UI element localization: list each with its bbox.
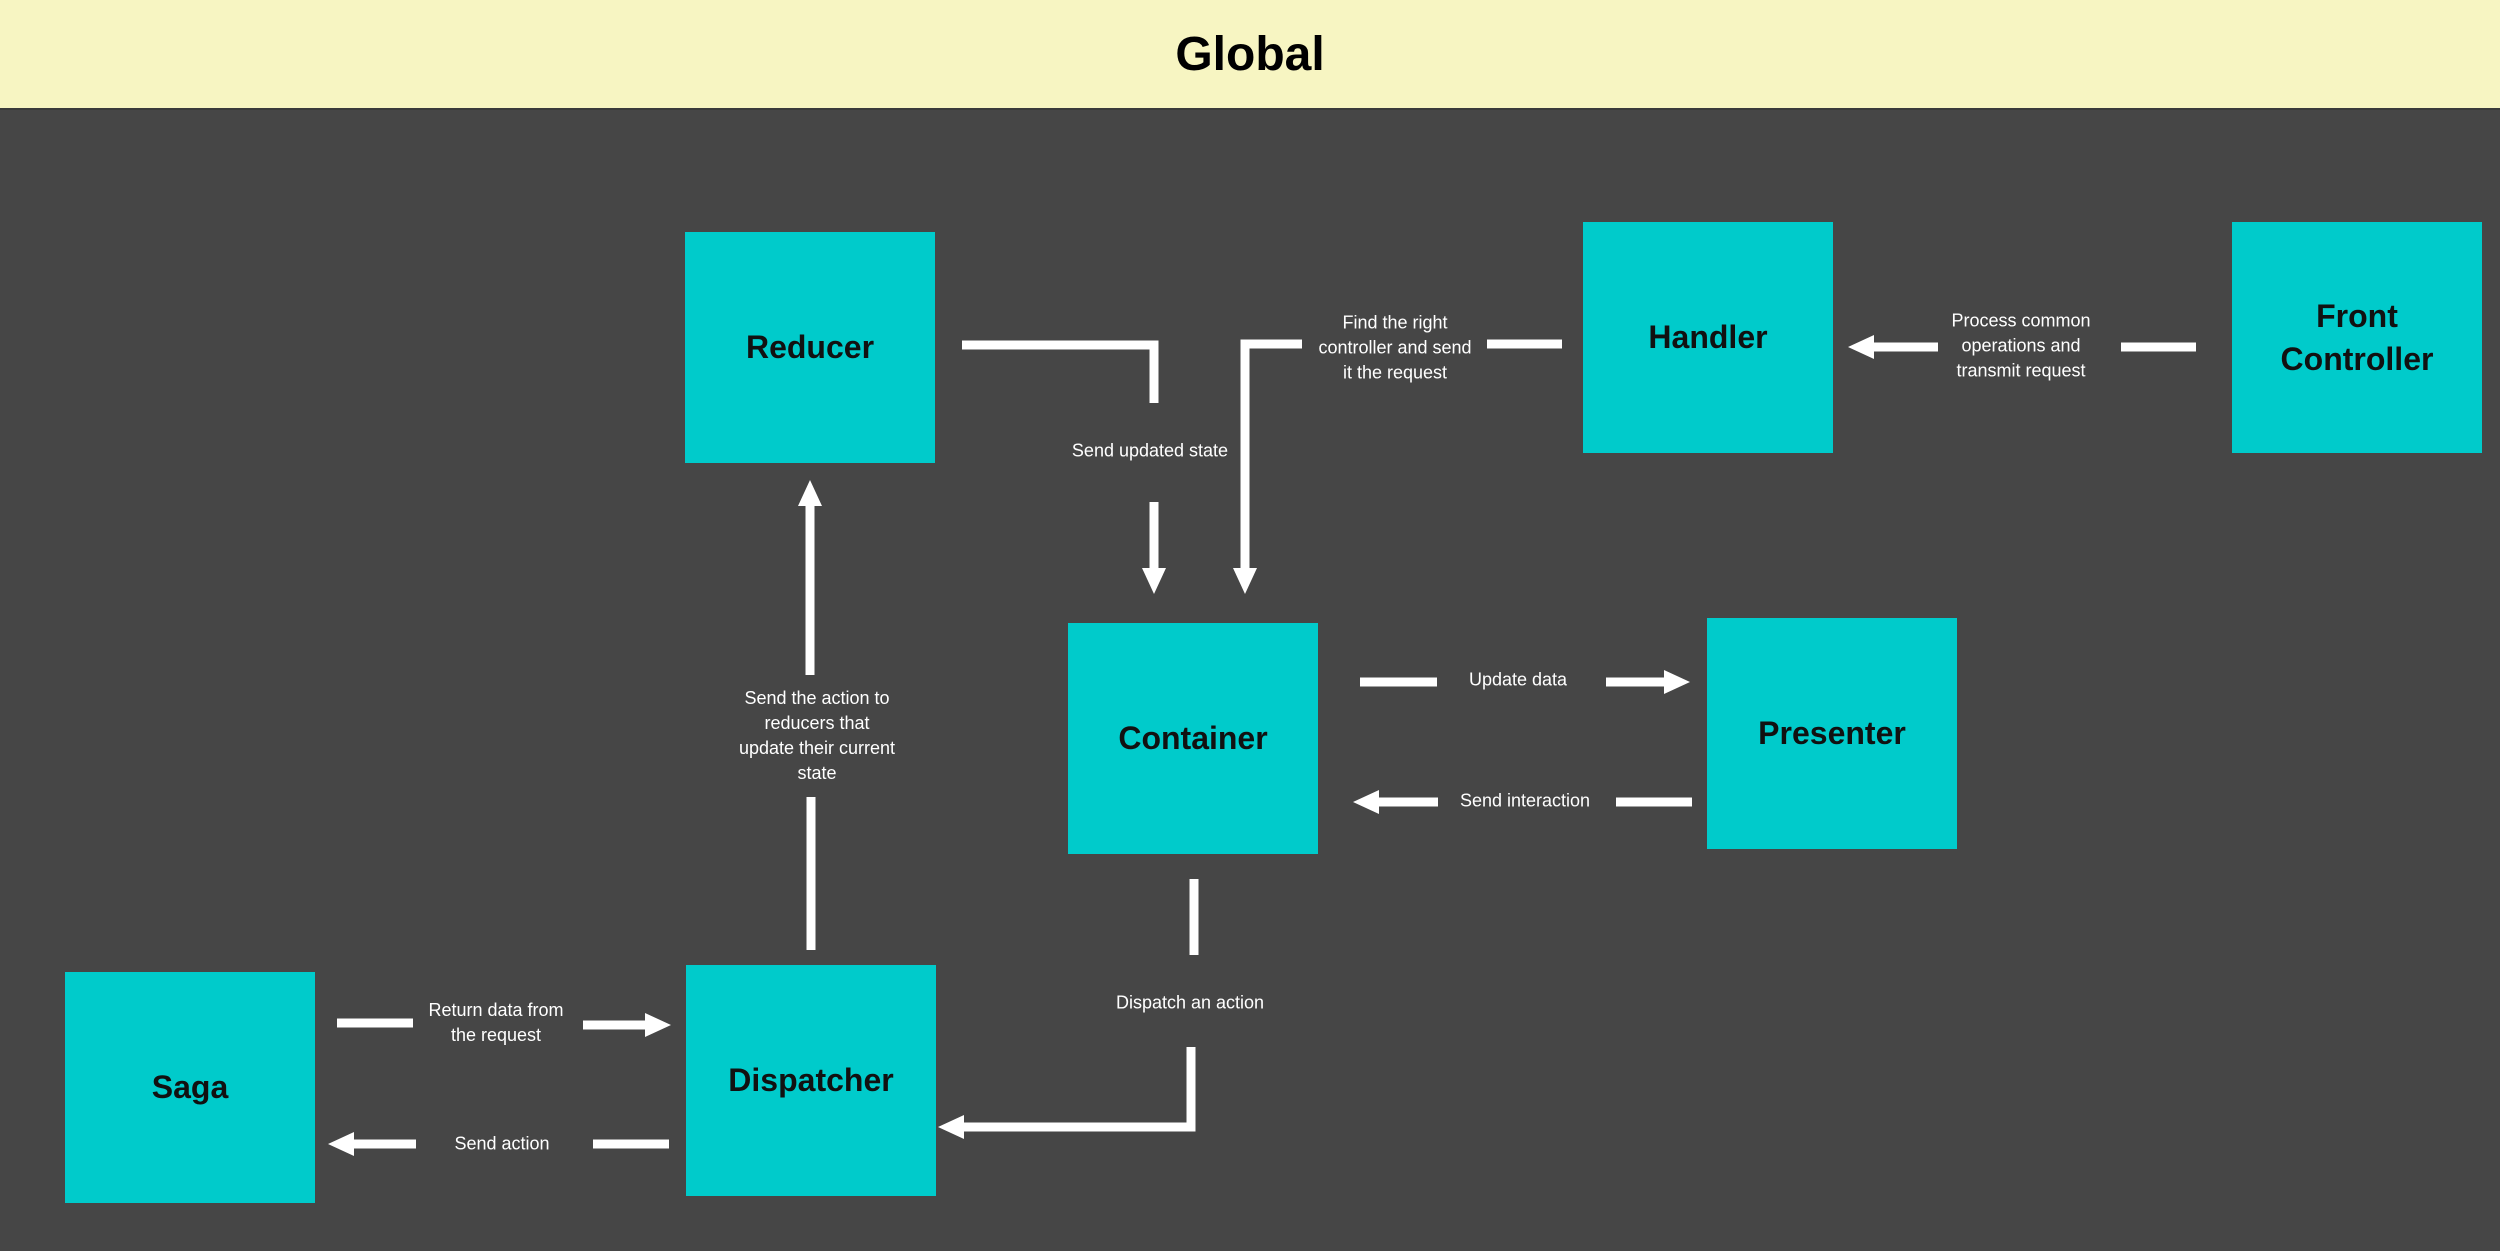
- handler-label: Handler: [1648, 319, 1768, 355]
- front-controller-label-line-1: Front: [2316, 297, 2398, 334]
- handler-node: Handler: [1583, 222, 1833, 453]
- front-controller-node: Front Controller: [2232, 222, 2482, 453]
- container-node: Container: [1068, 623, 1318, 854]
- edge-container-dispatcher-head: [938, 1047, 1196, 1139]
- saga-node: Saga: [65, 972, 315, 1203]
- edge-label-send-action: Send action: [454, 1133, 550, 1154]
- edge-label-process-common-operations: Process common operations and transmit r…: [1951, 310, 2091, 381]
- edge-label-send-updated-state: Send updated state: [1071, 440, 1229, 461]
- reducer-node: Reducer: [685, 232, 935, 463]
- edge-label-return-data: Return data from the request: [428, 1000, 564, 1045]
- dispatcher-node: Dispatcher: [686, 965, 936, 1196]
- page-title: Global: [1175, 27, 1325, 81]
- reducer-label: Reducer: [745, 329, 875, 365]
- front-controller-label-line-2: Controller: [2280, 340, 2434, 377]
- edge-label-update-data: Update data: [1468, 669, 1568, 690]
- edge-label-find-right-controller: Find the right controller and send it th…: [1318, 312, 1472, 383]
- presenter-node: Presenter: [1707, 618, 1957, 849]
- edge-label-send-action-to-reducers: Send the action to reducers that update …: [738, 688, 896, 783]
- header-bar: Global: [0, 0, 2500, 110]
- edge-label-send-interaction: Send interaction: [1459, 790, 1591, 811]
- presenter-label: Presenter: [1758, 715, 1906, 751]
- saga-label: Saga: [151, 1069, 229, 1105]
- container-label: Container: [1118, 720, 1268, 756]
- edge-handler-container-head: [1233, 339, 1302, 594]
- edge-label-dispatch-an-action: Dispatch an action: [1115, 992, 1265, 1013]
- dispatcher-label: Dispatcher: [728, 1062, 894, 1098]
- edge-reducer-container-tail: [962, 340, 1159, 403]
